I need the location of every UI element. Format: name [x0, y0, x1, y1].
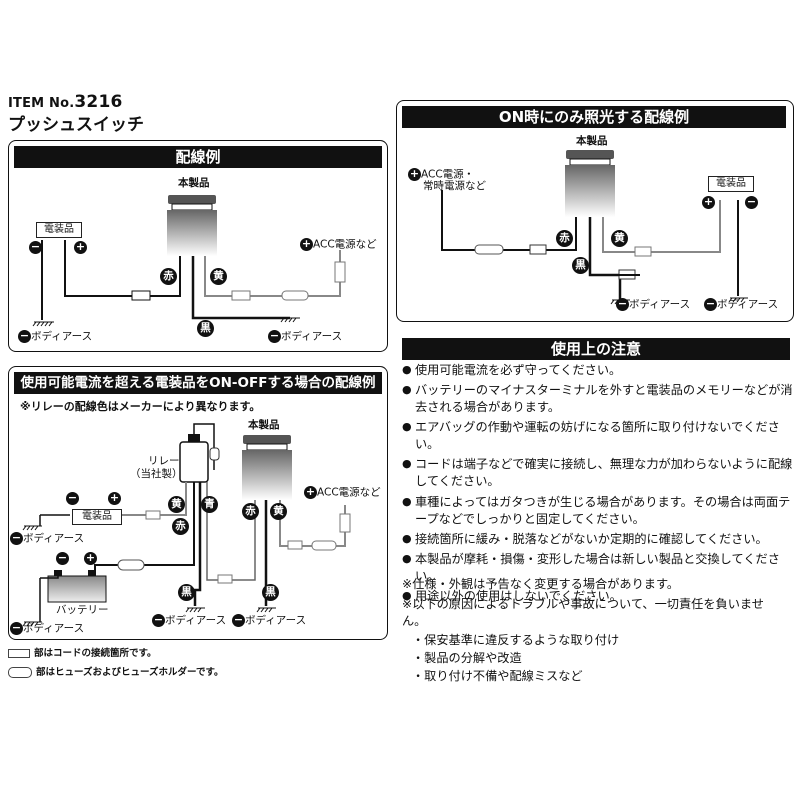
body-earth-3d: −ボディアース: [232, 613, 307, 627]
connection-swatch-icon: [8, 649, 30, 658]
caution-item: 本製品が摩耗・損傷・変形した場合は新しい製品と交換してください。: [402, 551, 794, 585]
blue-wire-label-3: 青: [201, 496, 218, 513]
red-wire-label: 赤: [160, 268, 177, 285]
liability-note: ※以下の原因によるトラブルや事故について、一切責任を負いません。: [402, 597, 764, 628]
acc-power-label-3: +ACC電源など: [304, 485, 381, 499]
battery: [47, 570, 107, 603]
item-number: ITEM No.3216: [8, 92, 123, 112]
earth-symbol: [280, 317, 300, 323]
wiring-example-title: 配線例: [14, 146, 382, 168]
acc-power-label-2b: 常時電源など: [423, 180, 486, 192]
body-earth-3c: −ボディアース: [152, 613, 227, 627]
caution-item: 接続箇所に緩み・脱落などがないか定期的に確認してください。: [402, 531, 794, 548]
product-switch-1: [167, 195, 217, 256]
black-wire-label-2: 黒: [572, 257, 589, 274]
cautions-title: 使用上の注意: [402, 338, 790, 360]
yellow-wire-label-3: 黄: [168, 496, 185, 513]
product-label-1: 本製品: [178, 177, 210, 189]
black-wire-label: 黒: [197, 320, 214, 337]
product-title: プッシュスイッチ: [8, 115, 144, 135]
legend-connection: 部はコードの接続箇所です。: [8, 645, 157, 659]
body-earth-right: −ボディアース: [268, 329, 343, 343]
red-wire-label-3: 赤: [172, 518, 189, 535]
caution-item: コードは端子などで確実に接続し、無理な力が加わらないように配線してください。: [402, 456, 794, 490]
plus-terminal-2: +: [702, 195, 715, 209]
battery-label: バッテリー: [56, 604, 109, 616]
caution-item: 使用可能電流を必ず守ってください。: [402, 362, 794, 379]
relay-label: リレー: [148, 455, 180, 467]
caution-item: バッテリーのマイナスターミナルを外すと電装品のメモリーなどが消去される場合があり…: [402, 382, 794, 416]
product-label-3: 本製品: [248, 419, 280, 431]
red-wire-label-3b: 赤: [242, 503, 259, 520]
caution-item: エアバッグの作動や運転の妨げになる箇所に取り付けないでください。: [402, 419, 794, 453]
cause-item: ・保安基準に違反するような取り付け: [412, 633, 620, 647]
cause-item: ・取り付け不備や配線ミスなど: [412, 669, 583, 683]
yellow-wire-label: 黄: [210, 268, 227, 285]
minus-terminal-3: −: [66, 491, 79, 505]
electric-device-box-1: 電装品: [36, 222, 82, 238]
body-earth-3a: −ボディアース: [10, 531, 85, 545]
plus-terminal: +: [74, 240, 87, 254]
minus-terminal: −: [29, 240, 42, 254]
product-switch-3: [242, 435, 292, 500]
yellow-wire-label-2: 黄: [611, 230, 628, 247]
battery-plus: +: [84, 551, 97, 565]
fuse-swatch-icon: [8, 667, 32, 678]
illumination-wiring-title: ON時にのみ照光する配線例: [402, 106, 786, 128]
product-switch-2: [565, 150, 615, 217]
minus-terminal-2: −: [745, 195, 758, 209]
red-wire-label-2: 赤: [556, 230, 573, 247]
body-earth-2a: −ボディアース: [616, 297, 691, 311]
relay-maker-label: （当社製）: [130, 468, 183, 480]
electric-device-box-3: 電装品: [72, 509, 122, 525]
acc-power-label: +ACC電源など: [300, 237, 377, 251]
yellow-wire-label-3b: 黄: [270, 503, 287, 520]
body-earth-left: −ボディアース: [18, 329, 93, 343]
cause-item: ・製品の分解や改造: [412, 651, 522, 665]
black-wire-label-3b: 黒: [262, 584, 279, 601]
product-label-2: 本製品: [576, 135, 608, 147]
plus-terminal-3: +: [108, 491, 121, 505]
cautions-list: 使用可能電流を必ず守ってください。 バッテリーのマイナスターミナルを外すと電装品…: [402, 362, 794, 608]
spec-note: ※仕様・外観は予告なく変更する場合があります。: [402, 577, 680, 591]
body-earth-3b: −ボディアース: [10, 621, 85, 635]
black-wire-label-3: 黒: [178, 584, 195, 601]
battery-minus: −: [56, 551, 69, 565]
caution-item: 車種によってはガタつきが生じる場合があります。その場合は両面テープなどでしっかり…: [402, 494, 794, 528]
relay-color-note: ※リレーの配線色はメーカーにより異なります。: [20, 400, 261, 413]
caution-item: 用途以外の使用はしないでください。: [402, 588, 794, 605]
body-earth-2b: −ボディアース: [704, 297, 779, 311]
relay: [179, 434, 209, 483]
legend-fuse: 部はヒューズおよびヒューズホルダーです。: [8, 664, 224, 678]
electric-device-box-2: 電装品: [708, 176, 754, 192]
relay-wiring-title: 使用可能電流を超える電装品をON-OFFする場合の配線例: [14, 372, 382, 394]
acc-power-label-2: +ACC電源・: [408, 167, 475, 181]
